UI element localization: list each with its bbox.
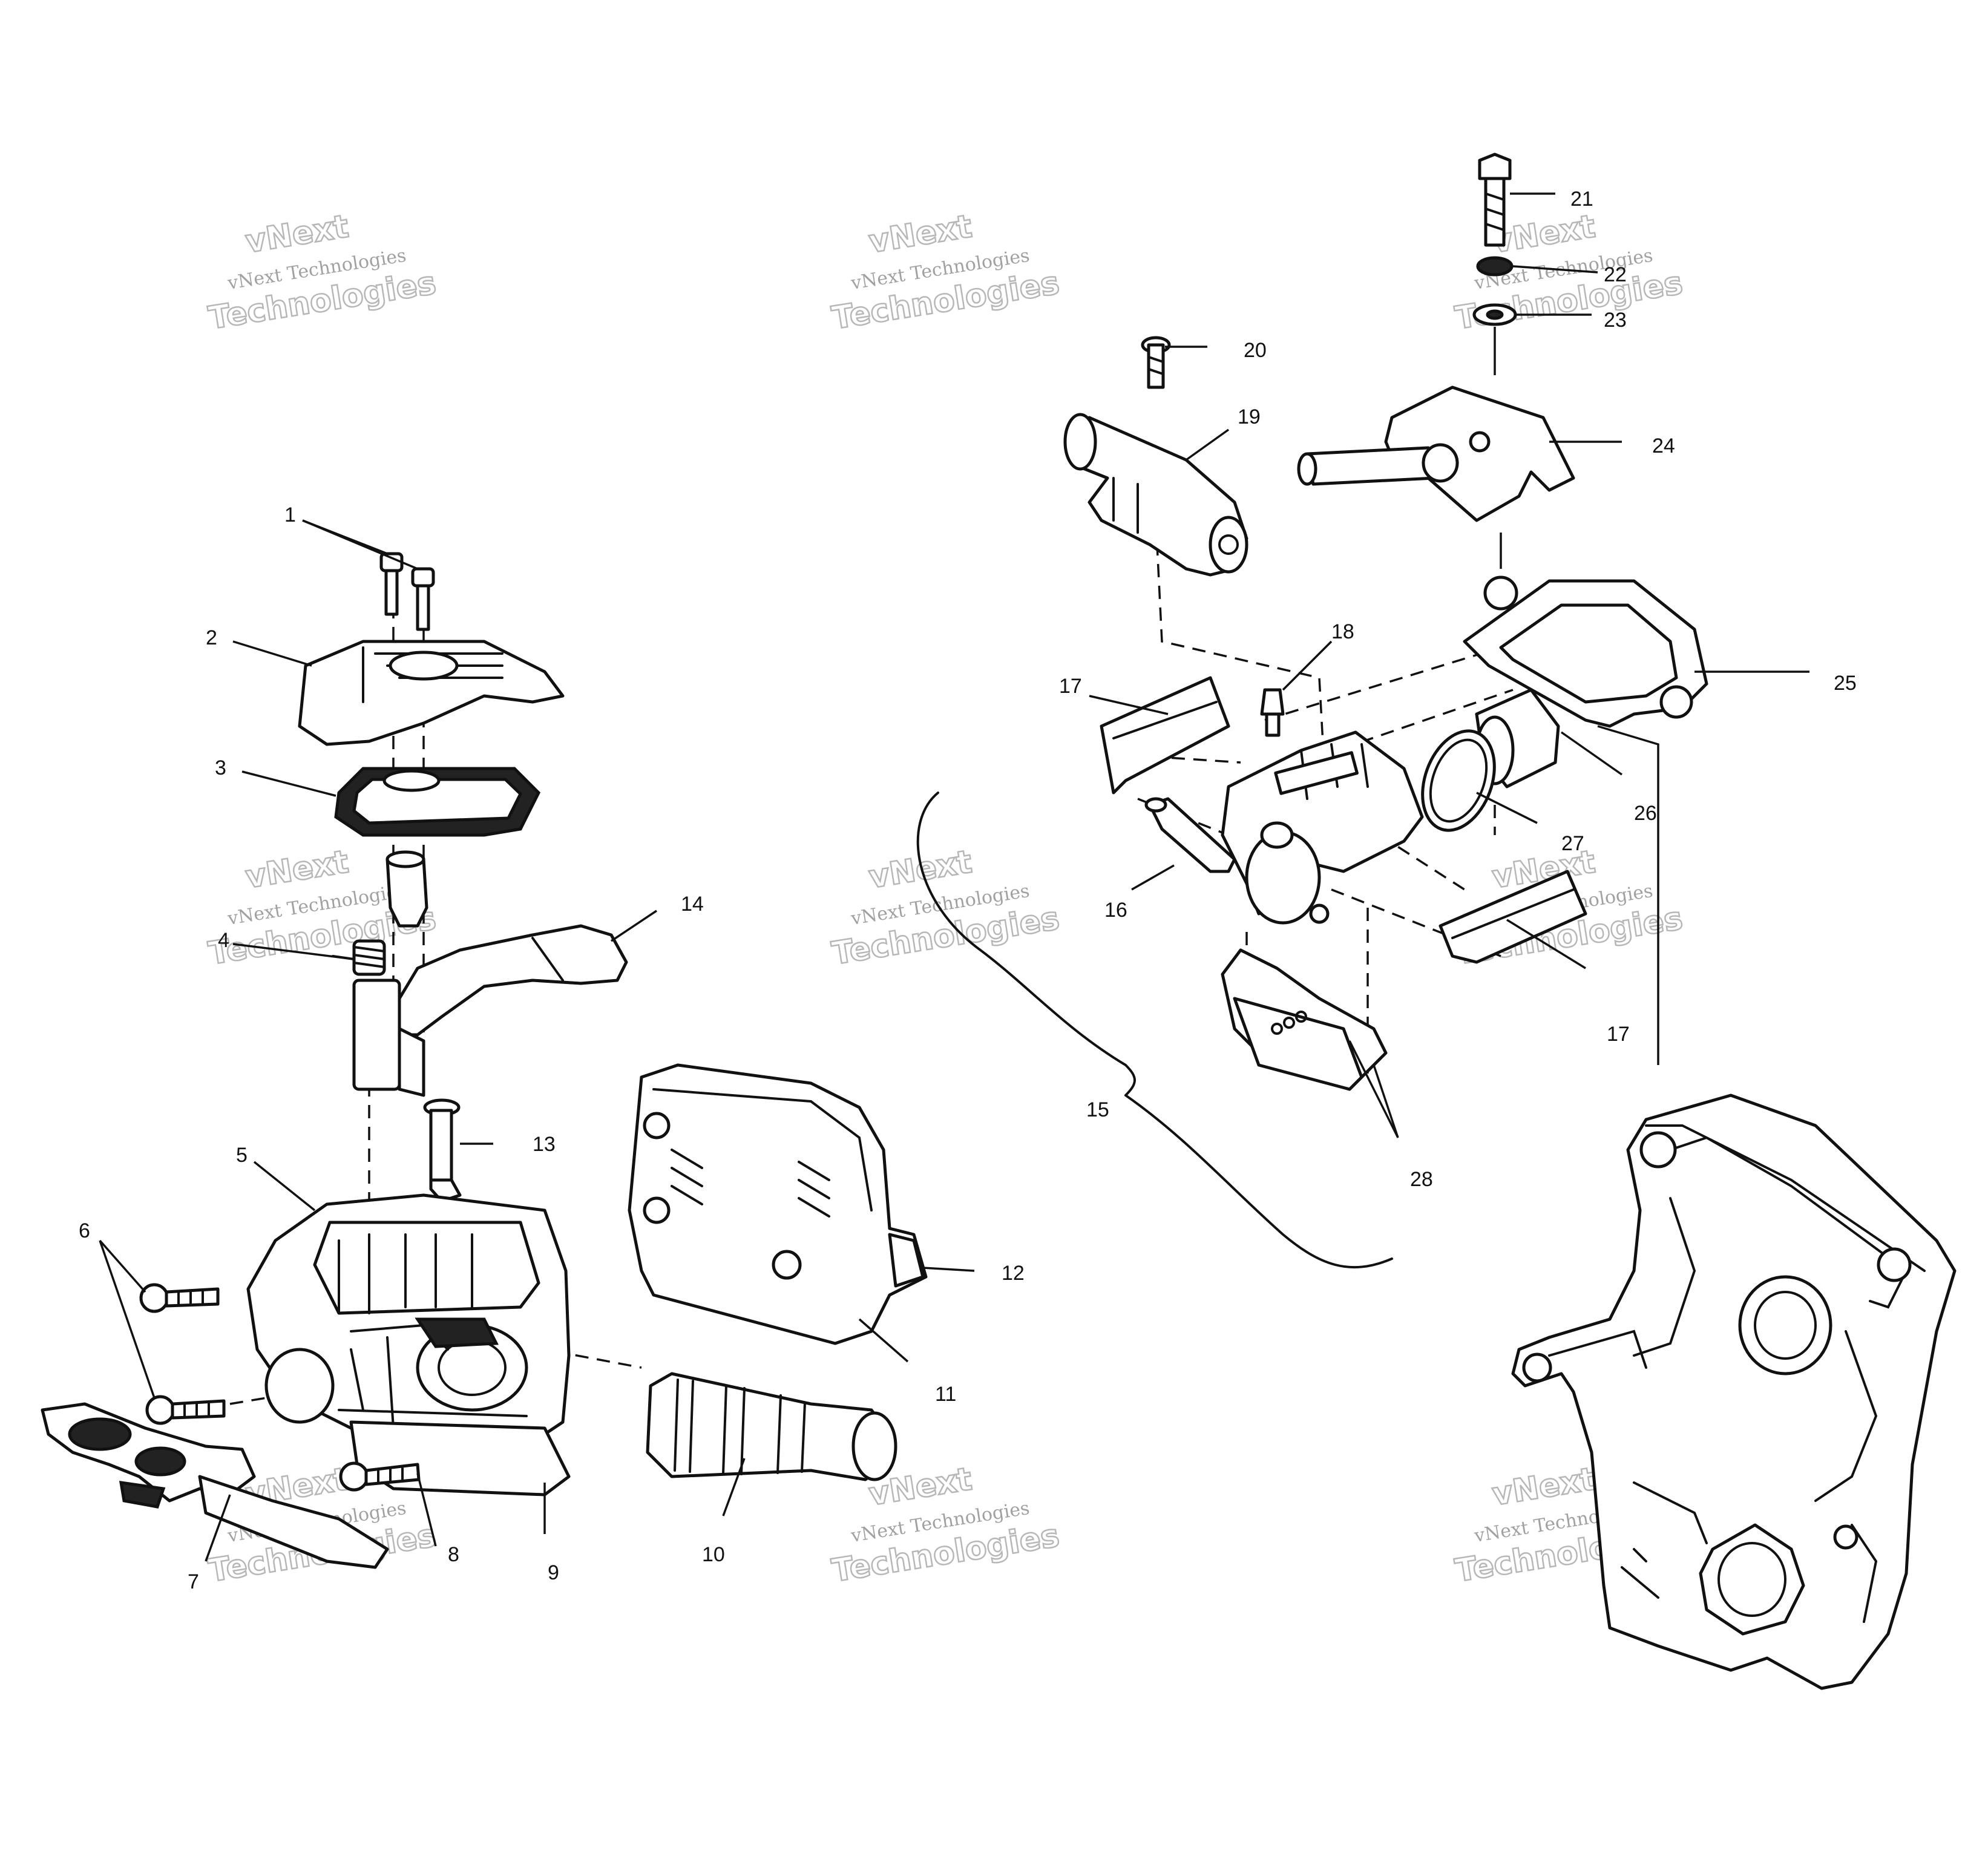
- callout-4: 4: [218, 929, 229, 952]
- part-18-bleeder: [1260, 688, 1285, 737]
- left-leader-lines: [99, 519, 975, 1562]
- callout-22: 22: [1604, 263, 1627, 286]
- part-2-cover: [298, 640, 565, 746]
- part-25-frame: [1463, 575, 1708, 728]
- part-11-12-side-cover: [628, 1063, 928, 1345]
- callout-16: 16: [1104, 899, 1127, 922]
- callout-26: 26: [1634, 802, 1657, 825]
- part-24-banjo-plate: [1297, 385, 1575, 522]
- part-14-throttle-lever: [352, 924, 628, 1097]
- callout-14: 14: [681, 893, 704, 916]
- part-5-housing: [246, 1193, 571, 1448]
- part-17-shim-upper: [1100, 676, 1230, 795]
- callout-18: 18: [1331, 620, 1354, 643]
- callout-15: 15: [1086, 1098, 1109, 1121]
- caliper-body: [1221, 730, 1424, 925]
- watermark-2: vNext vNext Technologies Technologies: [828, 208, 1062, 338]
- part-28-brake-pads: [1221, 948, 1388, 1091]
- part-17-shim-lower: [1439, 870, 1587, 964]
- watermark-vnext: vNext: [867, 208, 974, 260]
- part-10-grip: [646, 1372, 897, 1481]
- watermark-vnext: vNext: [243, 208, 351, 260]
- callout-20: 20: [1244, 339, 1267, 362]
- callout-13: 13: [533, 1133, 556, 1156]
- watermark-vnext: vNext: [1490, 1461, 1598, 1513]
- callout-25: 25: [1834, 672, 1857, 695]
- part-8-screw: [339, 1461, 421, 1492]
- callout-1: 1: [284, 503, 296, 526]
- callout-24: 24: [1652, 434, 1675, 457]
- callout-9: 9: [548, 1561, 559, 1584]
- alignment-dashed: [1149, 755, 1241, 764]
- part-20-screw: [1141, 336, 1171, 389]
- assembly-axis: [229, 1391, 303, 1405]
- callout-28: 28: [1410, 1168, 1433, 1191]
- watermark-vnext: vNext: [1490, 208, 1598, 260]
- watermark-5: vNext vNext Technologies Technologies: [828, 843, 1062, 973]
- part-7-brake-lever: [41, 1402, 389, 1569]
- part-13-pin: [423, 1098, 462, 1203]
- callout-17-upper: 17: [1059, 675, 1082, 698]
- callout-12: 12: [1002, 1262, 1025, 1285]
- part-22-lock-washer: [1476, 256, 1514, 277]
- alignment-dashed: [1379, 834, 1465, 891]
- callout-5: 5: [236, 1144, 248, 1167]
- bracket-15-upper: [916, 792, 1127, 1066]
- plunger: [385, 857, 428, 928]
- callout-11: 11: [935, 1383, 956, 1406]
- plunger-top: [385, 850, 425, 868]
- part-3-gasket: [334, 767, 541, 837]
- callout-17-lower: 17: [1607, 1023, 1630, 1046]
- alignment-dashed: [1264, 646, 1501, 721]
- bracket-15-lower: [1124, 1094, 1393, 1269]
- watermark-vnext: vNext: [243, 844, 351, 896]
- right-assembly: [916, 152, 1957, 1690]
- callout-labels: 1 2 3 4 5 6 7 8 9 10 11 12 13 14 15 16 1…: [79, 188, 1857, 1593]
- part-6-screws: [139, 1283, 226, 1425]
- callout-21: 21: [1570, 188, 1593, 211]
- alignment-dashed: [1155, 520, 1327, 787]
- callout-3: 3: [215, 756, 226, 779]
- right-leader-lines: [1089, 192, 1809, 1138]
- part-23-washer: [1472, 303, 1517, 326]
- alignment-line-26: [1597, 725, 1659, 1065]
- alignment-dashed: [1331, 888, 1501, 957]
- callout-6: 6: [79, 1219, 90, 1242]
- part-16-pin: [1144, 797, 1236, 873]
- callout-8: 8: [448, 1543, 459, 1566]
- watermark-1: vNext vNext Technologies Technologies: [205, 208, 439, 338]
- callout-23: 23: [1604, 309, 1627, 332]
- part-27-seal-ring: [1421, 729, 1496, 832]
- callout-10: 10: [702, 1543, 725, 1566]
- watermark-vnext: vNext: [867, 844, 974, 896]
- bracket-15-notch: [1124, 1064, 1136, 1097]
- left-assembly: [41, 519, 975, 1569]
- callout-7: 7: [188, 1570, 199, 1593]
- part-21-bolt: [1478, 152, 1512, 247]
- brake-housing-casting: [1511, 1093, 1957, 1690]
- callout-2: 2: [206, 626, 217, 649]
- callout-27: 27: [1561, 832, 1584, 855]
- callout-19: 19: [1238, 405, 1261, 428]
- part-1-screws: [379, 552, 435, 631]
- part-19-fitting: [1063, 413, 1248, 577]
